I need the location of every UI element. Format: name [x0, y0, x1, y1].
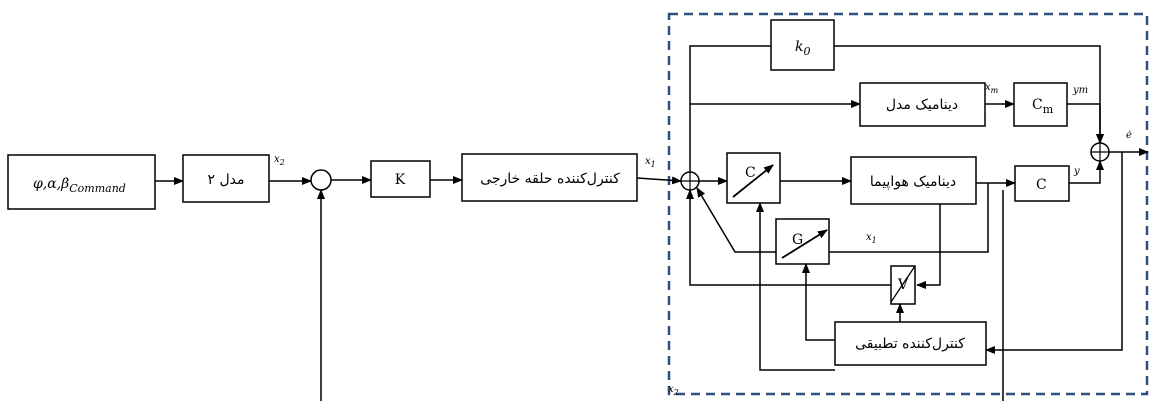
c-output-block: C — [1014, 165, 1070, 202]
summing-junction-1 — [310, 169, 332, 191]
svg-text:x1: x1 — [645, 156, 656, 169]
g-gain-block: G — [775, 218, 830, 265]
c-gain-label: C — [745, 165, 756, 181]
command-label: φ,α,β — [33, 176, 69, 192]
outer-controller-block: کنترل‌کننده حلقه خارجی — [461, 153, 638, 202]
x2-signal-label: x — [274, 154, 280, 165]
x2-bottom-label: x — [668, 384, 674, 395]
y-label: y — [1073, 166, 1080, 177]
gain-k-block: K — [370, 160, 431, 198]
svg-text:φ,α,βCommand: φ,α,βCommand — [33, 176, 126, 195]
cm-label: C — [1032, 97, 1043, 113]
model2-label: مدل ۲ — [207, 172, 244, 188]
svg-text:Cm: Cm — [1032, 97, 1054, 116]
x1-feedback-label: x — [866, 232, 872, 243]
model-dynamics-block: دینامیک مدل — [859, 82, 986, 127]
svg-text:x1: x1 — [866, 232, 877, 245]
outer-controller-label: کنترل‌کننده حلقه خارجی — [480, 171, 620, 187]
c-output-label: C — [1036, 177, 1047, 193]
cm-subscript: m — [1043, 103, 1054, 116]
c-gain-block: C — [726, 152, 781, 204]
g-gain-label: G — [792, 232, 803, 248]
xm-label: x — [985, 82, 991, 93]
adaptive-controller-label: کنترل‌کننده تطبیقی — [855, 336, 965, 352]
gain-k-label: K — [395, 172, 406, 188]
ym-label: ym — [1072, 85, 1088, 96]
model-dynamics-label: دینامیک مدل — [886, 97, 958, 113]
svg-text:k0: k0 — [795, 39, 810, 58]
svg-text:x2: x2 — [668, 384, 679, 397]
model2-block: مدل ۲ — [182, 154, 270, 203]
svg-text:x2: x2 — [274, 154, 285, 167]
k0-subscript: 0 — [803, 45, 810, 58]
svg-text:xm: xm — [985, 82, 999, 95]
command-subscript: Command — [69, 182, 126, 195]
v-gain-block: V — [890, 265, 916, 305]
x1-input-label: x — [645, 156, 651, 167]
adaptive-controller-block: کنترل‌کننده تطبیقی — [834, 321, 987, 366]
command-block: φ,α,βCommand — [7, 154, 156, 210]
aircraft-dynamics-block: دینامیک هواپیما — [850, 156, 977, 205]
adaptive-system-boundary — [667, 12, 1149, 396]
aircraft-dynamics-label: دینامیک هواپیما — [870, 174, 956, 190]
signal-wires — [155, 45, 1149, 401]
cm-block: Cm — [1013, 82, 1068, 127]
error-label: ė — [1126, 130, 1132, 141]
k0-label: k — [795, 39, 803, 55]
k0-block: k0 — [770, 19, 835, 71]
